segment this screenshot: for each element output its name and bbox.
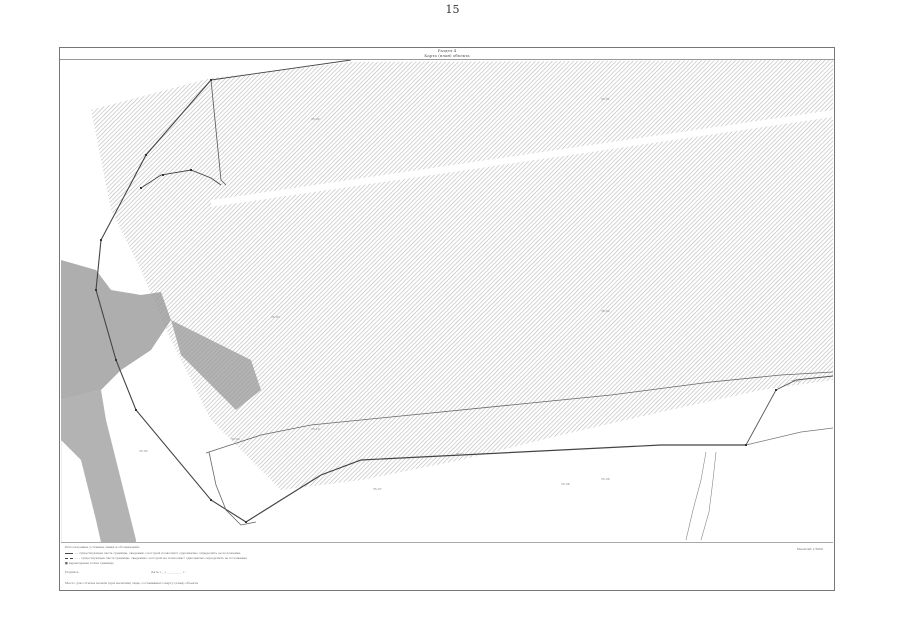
hatched-territory[interactable] — [91, 60, 833, 490]
map-label: 35:11 — [456, 452, 465, 456]
forest-area-upper[interactable] — [61, 260, 171, 400]
sheet-title-line1: Раздел 4 — [437, 48, 457, 53]
sheet-title-line2: Карта (план) объекта — [424, 53, 470, 58]
boundary-line-main[interactable] — [95, 79, 247, 523]
legend-title: Используемые условные знаки и обозначени… — [65, 545, 140, 549]
solid-line-icon — [65, 552, 73, 554]
map-label: 35:04 — [601, 309, 610, 313]
map-label: 35:07 — [373, 487, 382, 491]
stream-line — [685, 451, 707, 541]
forest-area-mid[interactable] — [171, 320, 261, 410]
signature-label: Подпись — [65, 570, 79, 574]
sheet-title: Раздел 4 Карта (план) объекта — [60, 48, 834, 60]
map-area[interactable]: 35:01 35:02 35:03 35:04 35:05 35:06 35:0… — [61, 60, 833, 587]
map-label: 35:02 — [311, 117, 320, 121]
boundary-line-road-south[interactable] — [245, 444, 746, 523]
map-label: 35:09 — [231, 437, 240, 441]
map-label: 35:10 — [311, 427, 320, 431]
boundary-line-vertical[interactable] — [208, 451, 257, 526]
forest-area-strip[interactable] — [61, 390, 136, 587]
map-label: 35:08 — [561, 482, 570, 486]
date-label: Дата «__» __________ г. — [151, 570, 186, 574]
road-strip — [211, 110, 833, 207]
map-label: 35:06 — [601, 477, 610, 481]
map-label: 35:03 — [271, 315, 280, 319]
boundary-line-east[interactable] — [745, 375, 833, 446]
legend-item: ■ характерная точка границы — [65, 561, 114, 565]
dashed-line-icon — [65, 557, 73, 559]
scale-label: Масштаб 1:5000 — [796, 547, 823, 551]
map-canvas[interactable]: 35:01 35:02 35:03 35:04 35:05 35:06 35:0… — [61, 60, 833, 587]
legend-item: - - - существующая часть границы, сведен… — [65, 556, 247, 560]
map-label: 35:01 — [601, 97, 610, 101]
legend-panel: Используемые условные знаки и обозначени… — [61, 542, 833, 590]
stream-line-2 — [700, 451, 717, 541]
boundary-line-branch[interactable] — [210, 79, 227, 186]
boundary-line-road-north[interactable] — [205, 371, 833, 454]
footer-note: Место для оттиска печати (при наличии) л… — [65, 581, 198, 585]
map-sheet: Раздел 4 Карта (план) объекта — [59, 47, 835, 591]
boundary-points[interactable] — [95, 79, 777, 523]
boundary-line-southeast[interactable] — [745, 427, 833, 446]
page-number: 15 — [445, 3, 460, 16]
boundary-line-upper[interactable] — [210, 60, 352, 81]
legend-item: — существующая часть границы, сведения о… — [65, 551, 240, 555]
map-label: 35:05 — [139, 449, 148, 453]
map-label: 35:12 — [791, 379, 800, 383]
